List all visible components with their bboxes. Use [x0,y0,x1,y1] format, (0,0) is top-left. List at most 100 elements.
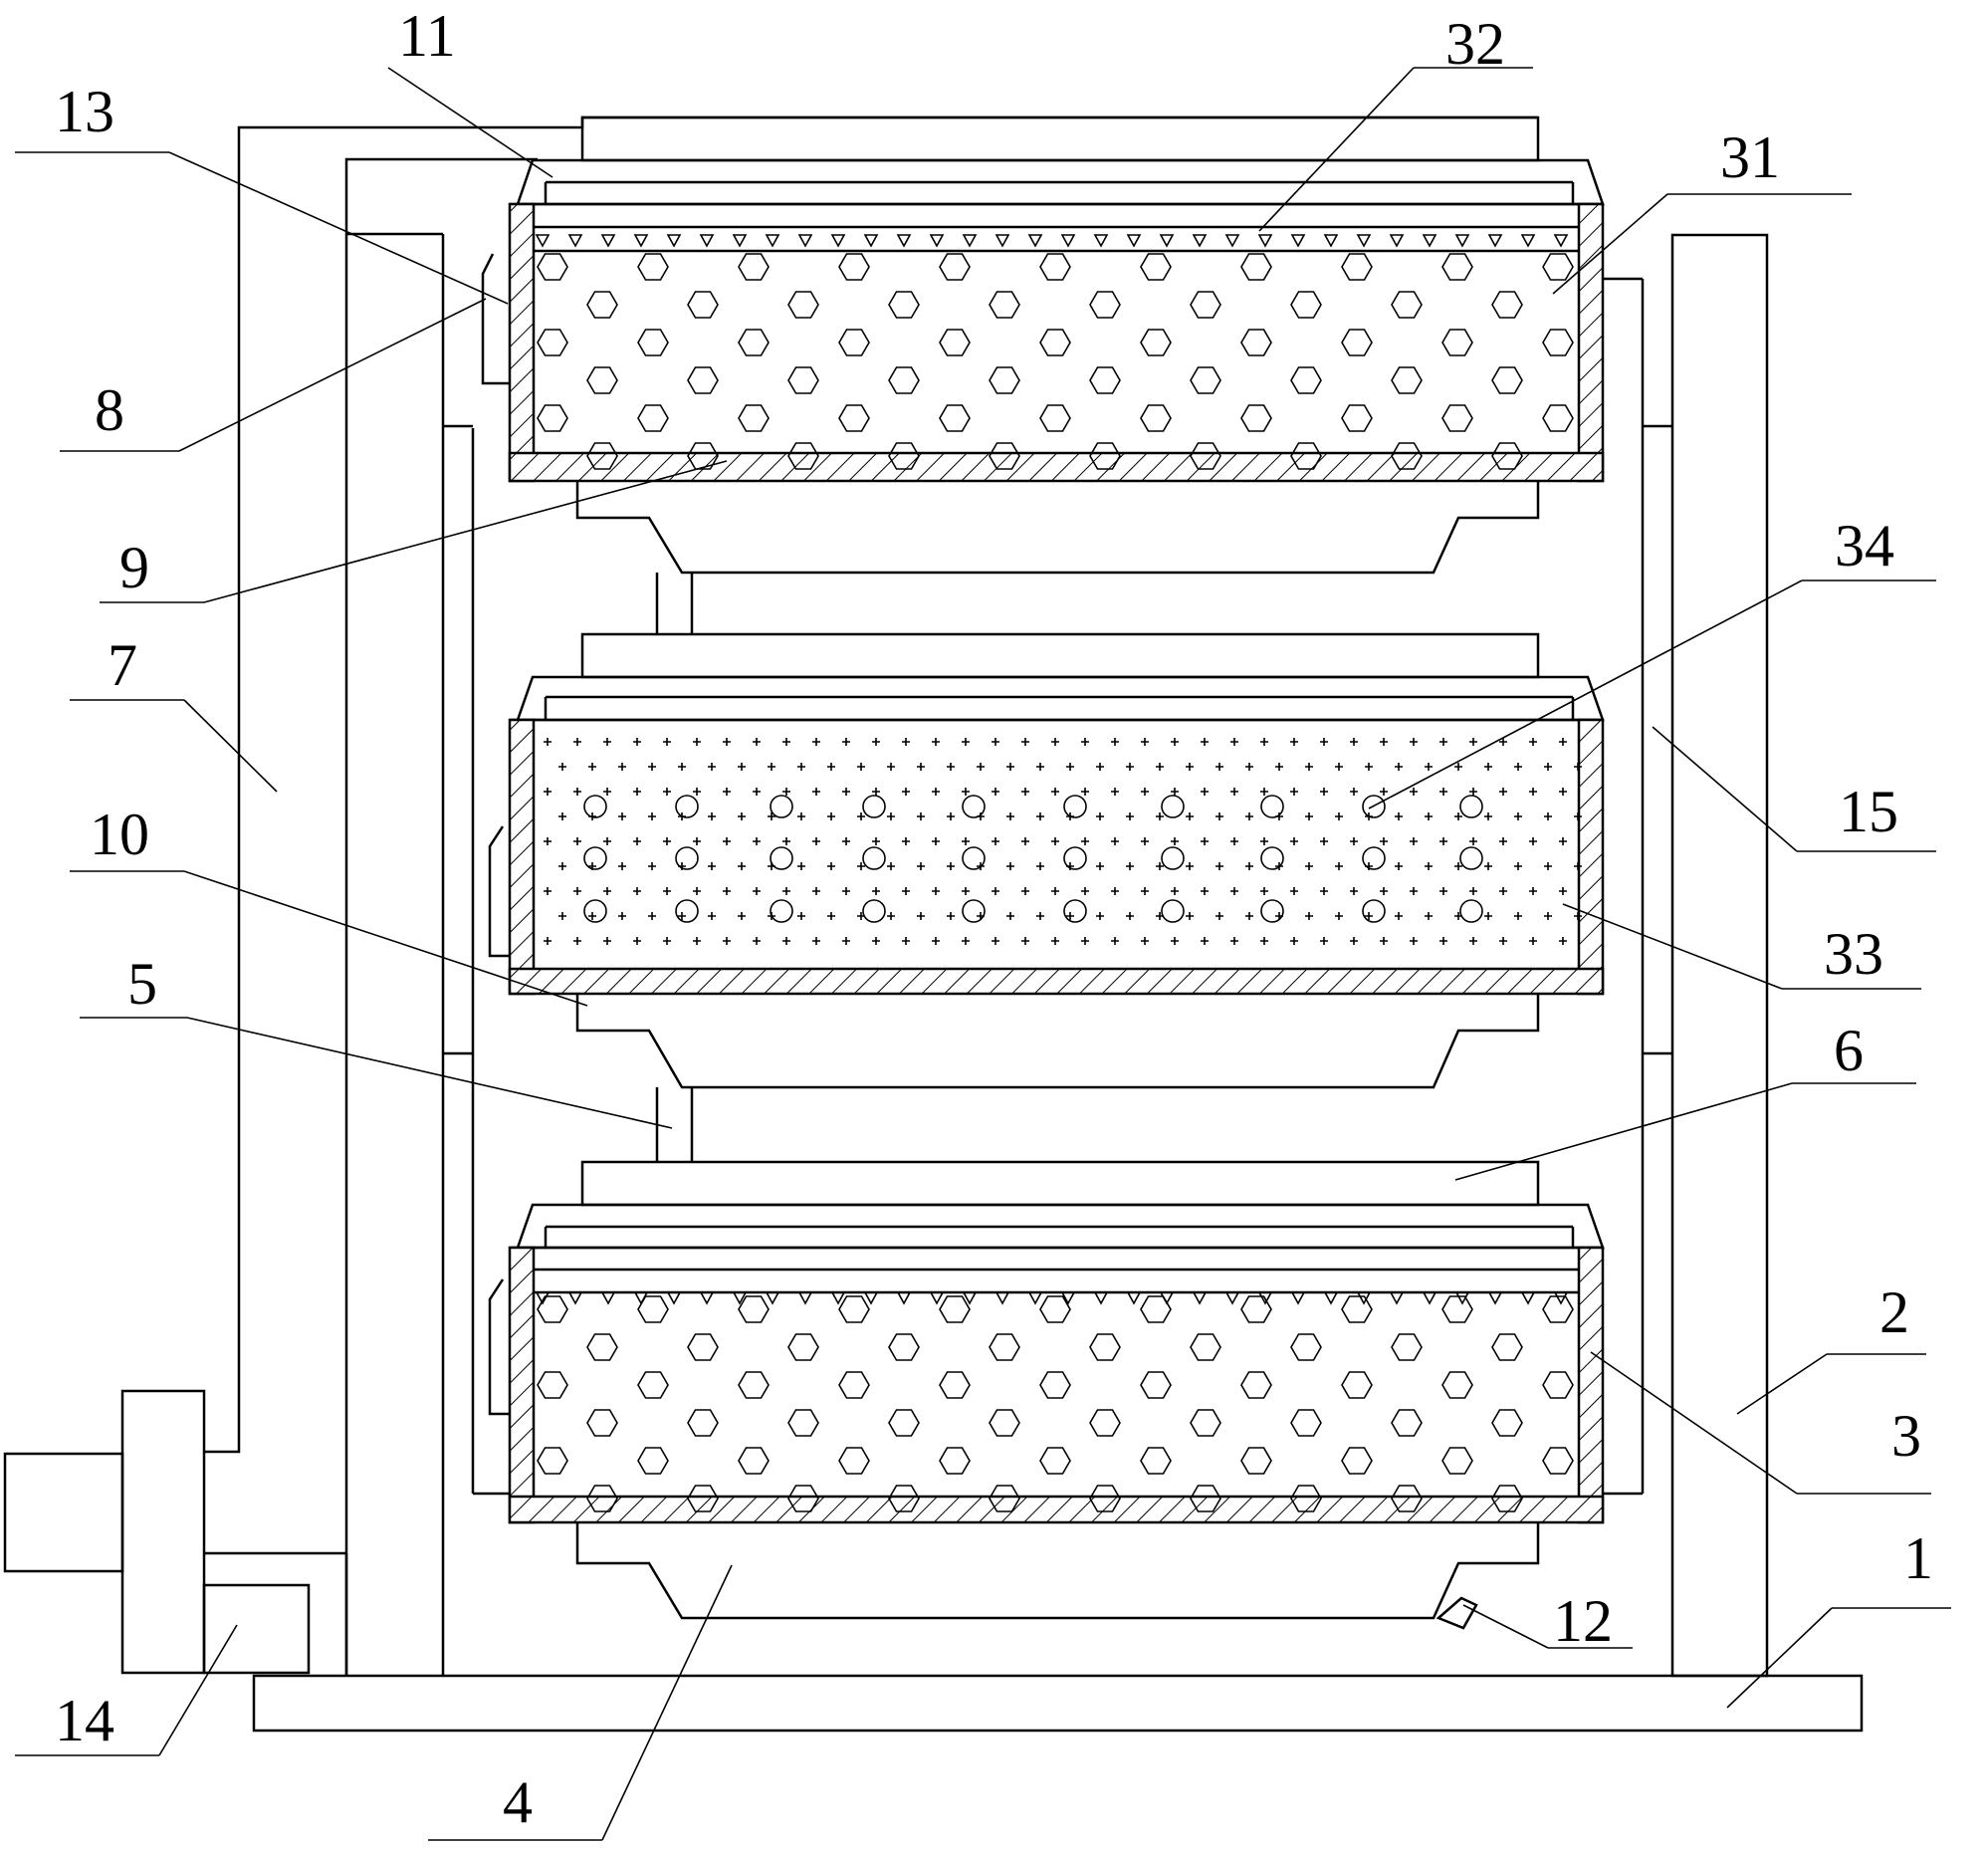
plus-mark [1544,812,1552,820]
plus-mark [902,937,910,945]
plus-mark [1425,912,1433,920]
label-33: 33 [1824,921,1883,987]
plus-mark [1141,837,1149,845]
plus-mark [573,937,581,945]
hexagon-hole [1240,1371,1272,1399]
plus-mark [812,937,820,945]
hexagon-hole [537,1295,568,1323]
triangle-mark [1356,234,1372,248]
hexagon-filter-bottom [537,1295,1574,1512]
plus-mark [1454,862,1462,870]
plus-mark [1574,912,1582,920]
plus-mark [1260,837,1268,845]
plus-mark [857,763,865,771]
hexagon-hole [586,366,618,394]
hexagon-hole [637,253,669,281]
hexagon-hole [687,1485,719,1512]
plus-mark [1201,738,1209,746]
plus-mark [1260,887,1268,895]
plus-mark [1021,887,1029,895]
plus-mark [1305,912,1313,920]
plus-mark [902,788,910,796]
plus-mark [1290,887,1298,895]
hexagon-hole [687,366,719,394]
hexagon-hole [738,253,770,281]
plus-mark [812,887,820,895]
plus-mark [1529,738,1537,746]
plus-mark [1290,788,1298,796]
leader-lines [15,67,1951,1841]
triangle-mark [732,234,748,248]
plus-mark [1066,912,1074,920]
circle-hole [1161,846,1185,870]
hexagon-hole [989,442,1020,470]
circle-hole [1362,795,1386,818]
plus-mark [723,738,731,746]
label-3: 3 [1891,1403,1921,1469]
triangle-mark [1553,1291,1569,1305]
plus-mark [1230,788,1238,796]
triangle-mark [1257,1291,1273,1305]
plus-mark [1365,912,1373,920]
plus-mark [723,788,731,796]
plus-mark [1215,912,1223,920]
plus-mark [1051,788,1059,796]
plus-mark [1186,912,1194,920]
plus-mark [1544,912,1552,920]
plus-mark [887,812,895,820]
triangle-marks-bottom [535,1291,1569,1305]
base-plate [252,1674,1864,1733]
triangle-mark [830,1291,846,1305]
triangle-mark [535,234,551,248]
plus-mark [544,738,552,746]
plus-mark [1484,912,1492,920]
plus-mark [1499,837,1507,845]
plus-mark [1439,887,1447,895]
plus-mark [1320,738,1328,746]
plus-mark [1529,837,1537,845]
hexagon-hole [1140,253,1172,281]
triangle-mark [1487,1291,1503,1305]
plus-mark [1230,738,1238,746]
part-labels: 11 32 13 31 8 9 34 7 15 10 33 5 6 2 3 1 … [55,3,1933,1835]
plus-mark [1514,862,1522,870]
plus-mark [932,788,940,796]
plus-mark [947,862,955,870]
hexagon-hole [888,1409,920,1437]
hexagon-hole [1190,291,1221,319]
plus-mark [558,812,566,820]
triangle-mark [1126,234,1142,248]
plus-mark [1395,812,1403,820]
hexagon-hole [1089,442,1121,470]
circle-hole [1161,899,1185,923]
triangle-mark [765,234,780,248]
plus-mark [1380,788,1388,796]
triangle-mark [896,234,912,248]
plus-mark [1096,862,1104,870]
hexagon-hole [1491,366,1523,394]
triangle-mark [1093,1291,1109,1305]
plus-mark [872,738,880,746]
plus-mark [1081,738,1089,746]
plus-mark [1469,837,1477,845]
plus-mark [1245,912,1253,920]
plus-mark [648,812,656,820]
plus-mark [1395,763,1403,771]
plus-mark [1171,937,1179,945]
hexagon-hole [1039,1295,1071,1323]
hexagon-hole [1240,404,1272,432]
plus-mark [1305,862,1313,870]
hexagon-hole [1491,1485,1523,1512]
plus-mark [1439,738,1447,746]
triangle-mark [962,1291,978,1305]
plus-mark [1544,763,1552,771]
plus-mark [1126,763,1134,771]
plus-mark [708,763,716,771]
hexagon-hole [637,1295,669,1323]
hexagon-hole [687,442,719,470]
hexagon-hole [838,329,870,356]
plus-mark [902,837,910,845]
plus-mark [1469,738,1477,746]
plus-mark [723,887,731,895]
triangle-mark [1126,1291,1142,1305]
